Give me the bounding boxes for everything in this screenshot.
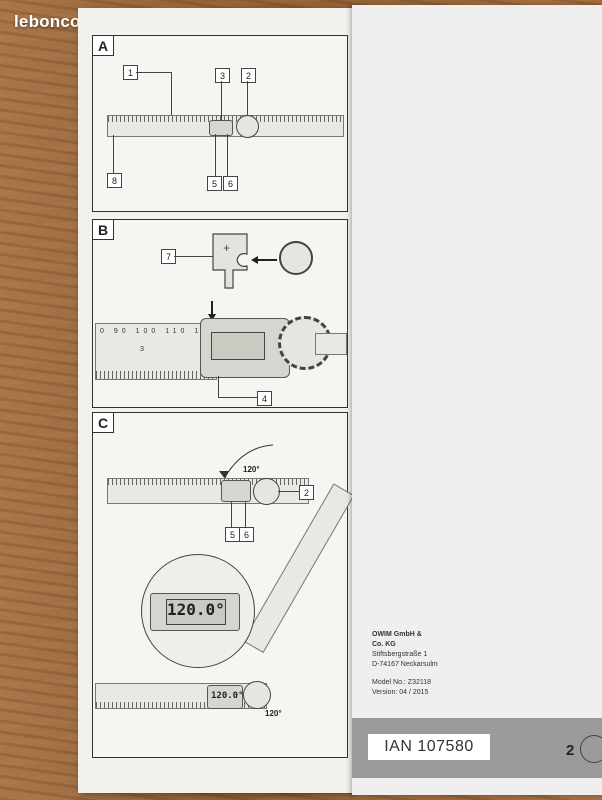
- battery-cover-diagram: +: [212, 233, 248, 289]
- lcd-b: [211, 332, 265, 360]
- manufacturer-street: Stiftsbergstraße 1: [372, 651, 428, 658]
- callout-2-c: 2: [299, 485, 314, 500]
- panel-c: C 120° 2 5 6 120.0° 120° 120.0°: [92, 412, 355, 758]
- panel-a-tag: A: [92, 35, 114, 56]
- panel-b: B 7 + 0 90 100 110 120 130 14 3 2 4: [92, 219, 348, 408]
- watermark: leboncoin: [14, 12, 97, 31]
- callout-2: 2: [241, 68, 256, 83]
- panel-a: A 1 3 2 8 5 6: [92, 35, 348, 212]
- callout-5: 5: [207, 176, 222, 191]
- display-unit-c: [221, 480, 251, 502]
- callout-8: 8: [107, 173, 122, 188]
- battery-coin-cell: [279, 241, 313, 275]
- manufacturer-city: D-74167 Neckarsulm: [372, 661, 438, 668]
- protractor-dial-a: [236, 115, 259, 138]
- manufacturer-info: OWIM GmbH & Co. KG Stiftsbergstraße 1 D-…: [372, 630, 438, 698]
- callout-5-c: 5: [225, 527, 240, 542]
- model-number: Model No.: Z32118: [372, 679, 432, 686]
- callout-4: 4: [257, 391, 272, 406]
- page-circle-icon: [580, 735, 602, 763]
- panel-c-tag: C: [92, 412, 114, 433]
- protractor-dial-c: [253, 478, 280, 505]
- instruction-sheet: A 1 3 2 8 5 6 B 7 +: [78, 8, 356, 793]
- page-number: 2: [566, 742, 575, 759]
- protractor-dial-c-bottom: [243, 681, 271, 709]
- svg-text:+: +: [223, 241, 230, 255]
- version: Version: 04 / 2015: [372, 689, 429, 696]
- callout-6: 6: [223, 176, 238, 191]
- arrow-down-icon: [208, 301, 216, 321]
- callout-6-c: 6: [239, 527, 254, 542]
- ruler-b: 0 90 100 110 120 130 14 3 2: [95, 323, 265, 380]
- callout-3: 3: [215, 68, 230, 83]
- panel-b-tag: B: [92, 219, 114, 240]
- cover-sheet: [352, 5, 602, 795]
- lcd-reading-big: 120.0°: [167, 600, 225, 619]
- display-unit-a: [209, 120, 233, 136]
- ruler-b-right: [315, 333, 347, 355]
- ian-number: IAN 107580: [368, 734, 490, 760]
- magnified-display-circle: 120.0°: [141, 554, 255, 668]
- ruler-c-rotated-arm: [242, 483, 355, 653]
- manufacturer-name-2: Co. KG: [372, 641, 396, 648]
- rotation-arc: [219, 444, 274, 479]
- manufacturer-name-1: OWIM GmbH &: [372, 631, 422, 638]
- angle-label-top: 120°: [243, 465, 260, 474]
- ruler-b-small-numbers: 3 2: [140, 346, 230, 353]
- ruler-b-numbers: 0 90 100 110 120 130 14: [100, 328, 270, 335]
- display-unit-c-bottom: [207, 685, 243, 709]
- lcd-reading-small: 120.0°: [211, 691, 244, 701]
- arrow-left-icon: [251, 256, 277, 264]
- angle-label-bottom: 120°: [265, 709, 282, 718]
